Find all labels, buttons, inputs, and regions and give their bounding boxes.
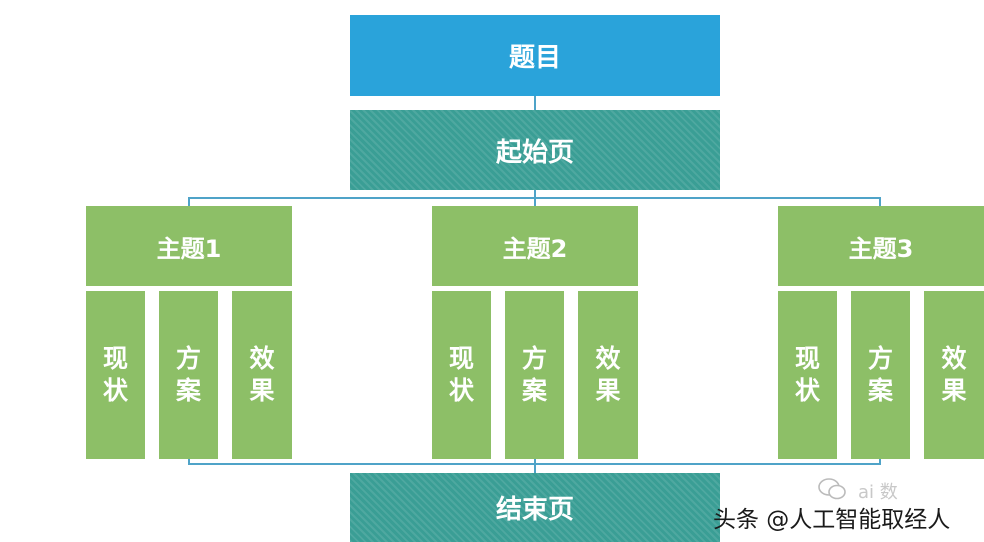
connector-topic2-rise xyxy=(534,459,536,473)
connector-topic1-rise xyxy=(188,459,190,465)
sub-char: 现 xyxy=(102,344,128,373)
connector-title-start xyxy=(534,96,536,110)
sub-char: 状 xyxy=(794,376,820,405)
wechat-icon xyxy=(818,478,846,505)
connector-topic3-rise xyxy=(879,459,881,465)
topic-1-sub-status: 现 状 xyxy=(86,291,145,459)
title-box: 题目 xyxy=(350,15,720,96)
sub-char: 效 xyxy=(941,344,967,373)
topic-2-sub-effect: 效 果 xyxy=(578,291,638,459)
connector-topic3-drop xyxy=(879,197,881,207)
sub-char: 果 xyxy=(941,376,967,405)
sub-char: 方 xyxy=(867,344,893,373)
sub-char: 效 xyxy=(595,344,621,373)
start-page-box: 起始页 xyxy=(350,110,720,190)
topic-3-sub-status: 现 状 xyxy=(778,291,837,459)
topic-2-sub-status: 现 状 xyxy=(432,291,491,459)
connector-start-bus xyxy=(534,190,536,198)
topic-1-sub-plan: 方 案 xyxy=(159,291,218,459)
topic-3-label: 主题3 xyxy=(848,234,914,263)
topic-3-sub-plan: 方 案 xyxy=(851,291,910,459)
sub-char: 果 xyxy=(249,376,275,405)
sub-char: 状 xyxy=(102,376,128,405)
sub-char: 状 xyxy=(448,376,474,405)
start-page-label: 起始页 xyxy=(495,137,574,168)
topic-3-box: 主题3 xyxy=(778,206,984,286)
sub-char: 案 xyxy=(521,376,547,405)
topic-2-box: 主题2 xyxy=(432,206,638,286)
topic-1-label: 主题1 xyxy=(156,234,222,263)
connector-topic2-drop xyxy=(534,197,536,207)
connector-topic1-drop xyxy=(188,197,190,207)
end-page-label: 结束页 xyxy=(495,495,574,525)
title-label: 题目 xyxy=(508,43,561,73)
sub-char: 案 xyxy=(175,376,201,405)
watermark-text: 头条 @人工智能取经人 xyxy=(713,507,951,533)
topic-1-sub-effect: 效 果 xyxy=(232,291,292,459)
topic-2-sub-plan: 方 案 xyxy=(505,291,564,459)
sub-char: 果 xyxy=(595,376,621,405)
sub-char: 效 xyxy=(249,344,275,373)
end-page-box: 结束页 xyxy=(350,473,720,542)
topic-3-sub-effect: 效 果 xyxy=(924,291,984,459)
watermark-faint-text: ai 数 xyxy=(858,482,898,503)
topic-1-box: 主题1 xyxy=(86,206,292,286)
sub-char: 现 xyxy=(448,344,474,373)
sub-char: 方 xyxy=(521,344,547,373)
topic-2-label: 主题2 xyxy=(502,234,568,263)
sub-char: 现 xyxy=(794,344,820,373)
sub-char: 方 xyxy=(175,344,201,373)
sub-char: 案 xyxy=(867,376,893,405)
